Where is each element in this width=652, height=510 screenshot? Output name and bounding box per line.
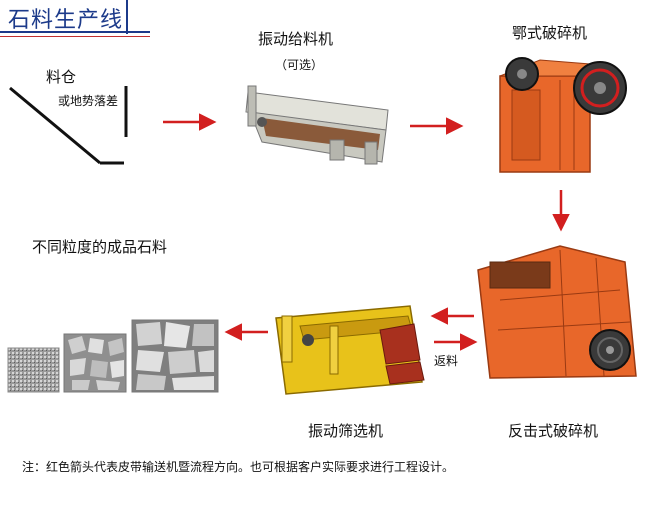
title-underline-accent (0, 36, 150, 37)
label-hopper: 料仓 (46, 68, 77, 86)
label-products: 不同粒度的成品石料 (32, 238, 168, 256)
label-feeder-optional: （可选） (275, 58, 324, 72)
vibrating-feeder-icon (245, 85, 389, 165)
product-samples (7, 319, 219, 393)
coarse-gravel-sample (131, 319, 219, 393)
label-jaw-crusher: 鄂式破碎机 (512, 24, 588, 42)
jaw-crusher-icon (499, 57, 627, 173)
label-return: 返料 (434, 354, 459, 368)
impact-crusher-icon (477, 245, 637, 379)
flow-arrows (163, 113, 570, 351)
label-hopper-sub: 或地势落差 (58, 94, 119, 108)
footnote: 注：红色箭头代表皮带输送机暨流程方向。也可根据客户实际要求进行工程设计。 (22, 460, 455, 474)
title-underline (0, 31, 150, 33)
label-screen: 振动筛选机 (308, 422, 384, 440)
title-divider (126, 0, 128, 34)
medium-gravel-sample (63, 333, 127, 393)
label-feeder: 振动给料机 (258, 30, 334, 48)
diagram-title: 石料生产线 (8, 8, 124, 33)
hopper-icon (9, 86, 128, 165)
fine-gravel-sample (7, 347, 60, 393)
label-impact-crusher: 反击式破碎机 (508, 422, 599, 440)
vibrating-screen-icon (275, 305, 425, 395)
